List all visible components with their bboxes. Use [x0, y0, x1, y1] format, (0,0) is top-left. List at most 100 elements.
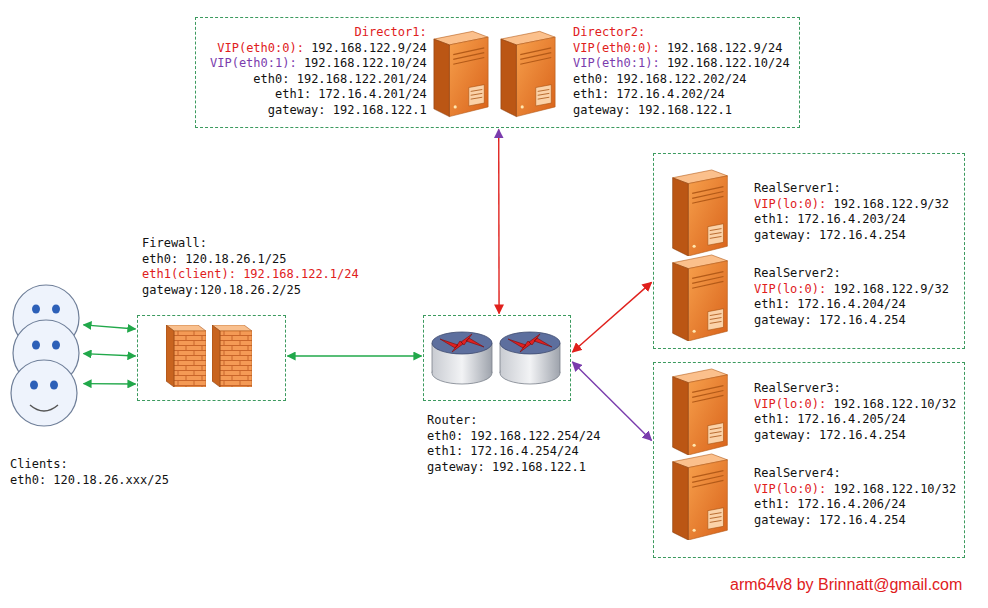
- text-row: eth1: 172.16.4.204/24: [754, 297, 949, 313]
- address-text: 192.168.122.10/24: [304, 56, 427, 70]
- router-box: Router:eth0: 192.168.122.254/24eth1: 172…: [423, 315, 571, 401]
- text-row: gateway: 192.168.122.1: [427, 460, 600, 476]
- address-text: eth1: 172.16.4.206/24: [754, 497, 906, 511]
- text-row: Clients:: [10, 457, 169, 473]
- text-row: Router:: [427, 413, 600, 429]
- text-column: Firewall: eth0: 120.18.26.1/25eth1(client…: [142, 236, 359, 298]
- director-server-icon: [501, 31, 555, 116]
- address-text: VIP(lo:0):: [754, 482, 826, 496]
- text-row: RealServer2:: [754, 266, 949, 282]
- address-text: 192.168.122.9/24: [311, 41, 427, 55]
- text-row: eth1: 172.16.4.202/24: [573, 87, 790, 103]
- real-server-icon: [673, 255, 728, 341]
- network-link: [573, 282, 652, 352]
- text-row: eth1: 172.16.4.254/24: [427, 444, 600, 460]
- text-column: Director2: VIP(eth0:0):192.168.122.9/24VI…: [573, 25, 790, 118]
- clients-group: Clients:eth0: 120.18.26.xxx/25: [10, 283, 82, 433]
- watermark: arm64v8 by Brinnatt@gmail.com: [730, 576, 962, 594]
- text-column: RealServer1: VIP(lo:0): 192.168.122.9/32et…: [754, 181, 949, 243]
- address-text: 192.168.122.10/24: [667, 56, 790, 70]
- text-row: Firewall:: [142, 236, 359, 252]
- address-text: eth1: 172.16.4.203/24: [754, 212, 906, 226]
- text-column: Director1:VIP(eth0:0):192.168.122.9/24VI…: [210, 25, 427, 118]
- address-text: Director2:: [573, 25, 645, 39]
- real-server-group: RealServer3:VIP(lo:0):192.168.122.10/32e…: [653, 362, 965, 558]
- node-heading: Router:: [427, 413, 478, 427]
- real-server-icon: [673, 170, 728, 256]
- address-text: VIP(eth0:0):: [217, 41, 304, 55]
- address-text: VIP(lo:0):: [754, 397, 826, 411]
- address-text: 192.168.122.9/32: [833, 197, 949, 211]
- firewall-box: Firewall:eth0: 120.18.26.1/25eth1(client…: [137, 315, 286, 401]
- text-row: RealServer3:: [754, 381, 956, 397]
- address-text: RealServer4:: [754, 466, 841, 480]
- address-text: gateway: 172.16.4.254: [754, 228, 906, 242]
- address-text: eth1: 172.16.4.205/24: [754, 412, 906, 426]
- address-text: eth1: 172.16.4.204/24: [754, 297, 906, 311]
- text-row: eth0: 120.18.26.1/25: [142, 252, 359, 268]
- address-text: eth0: 192.168.122.201/24: [253, 72, 426, 86]
- text-row: eth0: 192.168.122.202/24: [573, 72, 790, 88]
- text-row: gateway: 172.16.4.254: [754, 428, 956, 444]
- text-row: RealServer1:: [754, 181, 949, 197]
- address-text: 192.168.122.10/32: [833, 397, 956, 411]
- network-link: [498, 130, 500, 314]
- network-link: [288, 355, 422, 356]
- real-server-icon: [673, 454, 728, 540]
- node-heading: Clients:: [10, 457, 68, 471]
- text-row: VIP(eth0:1):192.168.122.10/24: [573, 56, 790, 72]
- network-link: [84, 325, 136, 329]
- address-text: eth0: 192.168.122.254/24: [427, 429, 600, 443]
- text-row: VIP(lo:0):192.168.122.9/32: [754, 282, 949, 298]
- text-row: Director2:: [573, 25, 790, 41]
- text-row: VIP(eth0:0): 192.168.122.9/24: [210, 41, 427, 57]
- text-row: eth1: 172.16.4.203/24: [754, 212, 949, 228]
- address-text: gateway: 172.16.4.254: [754, 428, 906, 442]
- director-group: Director1:VIP(eth0:0): 192.168.122.9/24VI…: [195, 17, 800, 128]
- address-text: 192.168.122.9/24: [667, 41, 783, 55]
- address-text: gateway: 172.16.4.254: [754, 513, 906, 527]
- real-server-group: RealServer1:VIP(lo:0):192.168.122.9/32et…: [653, 153, 965, 349]
- text-column: RealServer3:VIP(lo:0): 192.168.122.10/32e…: [754, 381, 956, 443]
- address-text: gateway: 192.168.122.1: [268, 103, 427, 117]
- firewall-icon: [166, 325, 206, 387]
- node-heading: Firewall:: [142, 236, 207, 250]
- firewall-icon: [212, 325, 252, 387]
- text-row: eth0: 192.168.122.201/24: [210, 72, 427, 88]
- text-row: gateway: 192.168.122.1: [210, 103, 427, 119]
- text-row: eth1(client): 192.168.122.1/24: [142, 267, 359, 283]
- node-heading: RealServer1:: [754, 181, 841, 195]
- text-row: RealServer4:: [754, 466, 956, 482]
- address-text: gateway:120.18.26.2/25: [142, 283, 301, 297]
- text-row: Director1:: [210, 25, 427, 41]
- text-row: VIP(lo:0):192.168.122.10/32: [754, 482, 956, 498]
- address-text: eth0: 120.18.26.xxx/25: [10, 473, 169, 487]
- text-row: eth1: 172.16.4.206/24: [754, 497, 956, 513]
- network-link: [84, 383, 136, 385]
- text-row: eth1: 172.16.4.201/24: [210, 87, 427, 103]
- text-row: eth1: 172.16.4.205/24: [754, 412, 956, 428]
- address-text: VIP(eth0:1):: [210, 56, 297, 70]
- address-text: gateway: 172.16.4.254: [754, 313, 906, 327]
- text-row: VIP(lo:0): 192.168.122.10/32: [754, 397, 956, 413]
- address-text: gateway: 192.168.122.1: [427, 460, 586, 474]
- text-column: Clients: eth0: 120.18.26.xxx/25: [10, 457, 169, 488]
- text-row: VIP(lo:0): 192.168.122.9/32: [754, 197, 949, 213]
- text-row: eth0: 120.18.26.xxx/25: [10, 473, 169, 489]
- text-row: gateway: 172.16.4.254: [754, 228, 949, 244]
- address-text: VIP(lo:0):: [754, 197, 826, 211]
- text-column: RealServer2: VIP(lo:0):192.168.122.9/32et…: [754, 266, 949, 328]
- text-row: gateway: 192.168.122.1: [573, 103, 790, 119]
- address-text: RealServer2:: [754, 266, 841, 280]
- text-row: VIP(eth0:0):192.168.122.9/24: [573, 41, 790, 57]
- text-row: VIP(eth0:1): 192.168.122.10/24: [210, 56, 427, 72]
- address-text: eth1: 172.16.4.201/24: [275, 87, 427, 101]
- text-column: Router: eth0: 192.168.122.254/24eth1: 172…: [427, 413, 600, 475]
- director-server-icon: [434, 31, 488, 116]
- text-row: gateway:120.18.26.2/25: [142, 283, 359, 299]
- text-column: RealServer4: VIP(lo:0):192.168.122.10/32e…: [754, 466, 956, 528]
- router-icon: [432, 332, 492, 384]
